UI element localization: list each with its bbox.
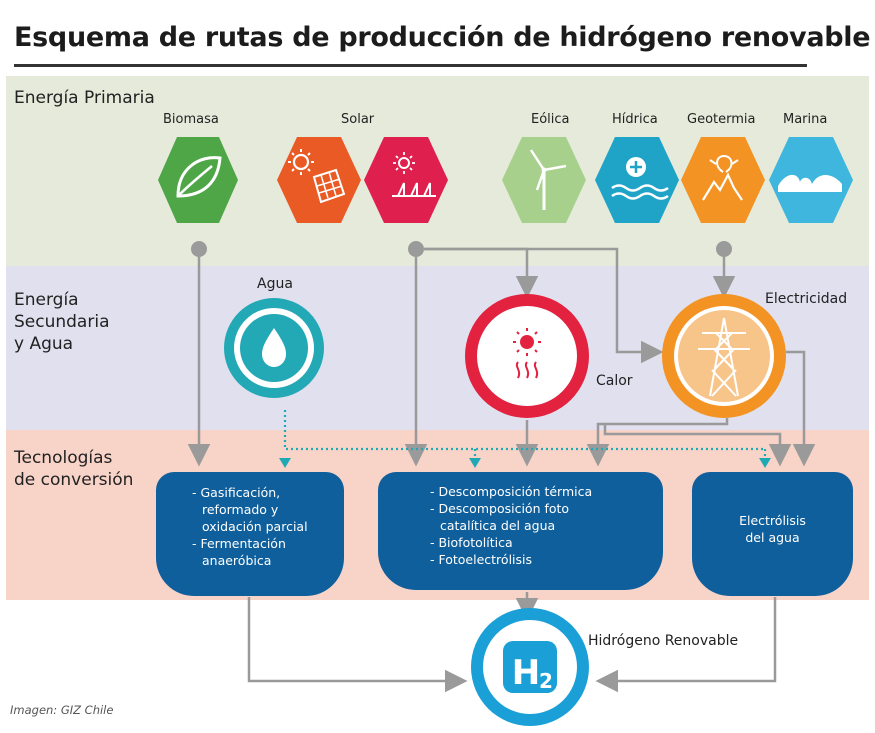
arrow-electrolysis-to-h2: [595, 597, 777, 693]
section-label-secondary-line-3: y Agua: [14, 334, 74, 354]
source-label-marina: Marina: [783, 112, 828, 127]
source-label-eolica: Eólica: [531, 112, 570, 127]
arrow-electricity-to-solar-box: [586, 418, 729, 467]
electrolysis-box: Electrólisis del agua: [692, 472, 853, 596]
hexagon-eolica: [502, 137, 586, 223]
wave-icon: [778, 174, 842, 192]
solar-tech-line-1: - Descomposición térmica: [430, 484, 593, 499]
water-arrowhead-electrolysis: [759, 458, 771, 468]
title-rule: [14, 64, 807, 67]
section-label-conversion-line-1: Tecnologías: [14, 448, 113, 468]
biomass-technologies-box: - Gasificación, reformado y oxidación pa…: [156, 472, 344, 596]
section-label-secondary-line-2: Secundaria: [14, 312, 110, 332]
solar-thermal-icon: [392, 152, 436, 197]
solar-technologies-box: - Descomposición térmica - Descomposició…: [378, 472, 663, 590]
arrow-lines: [187, 247, 816, 693]
electrolysis-line-2: del agua: [745, 530, 800, 545]
solar-tech-line-5: - Fotoelectrólisis: [430, 552, 533, 567]
hydro-icon: [611, 157, 669, 200]
diagram-title: Esquema de rutas de producción de hidróg…: [14, 22, 871, 53]
hydrogen-label: Hidrógeno Renovable: [588, 633, 739, 649]
biomass-tech-line-1: - Gasificación,: [192, 485, 281, 500]
solar-tech-line-3: catalítica del agua: [440, 518, 556, 533]
water-arrowhead-biomass: [279, 458, 291, 468]
hexagon-solar-pv: [277, 137, 361, 223]
arrow-electricity-to-electrolysis-1: [603, 424, 792, 467]
section-label-secondary: Energía Secundaria y Agua: [14, 289, 109, 355]
arrow-solar-to-heat: [424, 247, 539, 299]
connector-dot-electric: [716, 241, 732, 257]
biomass-tech-line-2: reformado y: [202, 502, 279, 517]
leaf-icon: [176, 156, 222, 198]
section-label-primary: Energía Primaria: [14, 88, 155, 108]
biomass-tech-line-4: - Fermentación: [192, 536, 286, 551]
h2-symbol-sub: 2: [539, 669, 553, 693]
source-label-biomasa: Biomasa: [163, 112, 219, 127]
water-node: [224, 298, 324, 398]
heat-icon: [513, 328, 541, 379]
h2-badge: [503, 641, 557, 693]
biomass-tech-line-3: oxidación parcial: [202, 519, 308, 534]
image-credit: Imagen: GIZ Chile: [10, 703, 114, 717]
water-arrowhead-solar: [469, 458, 481, 468]
arrow-solar-to-electricity: [424, 247, 664, 364]
geothermal-icon: [702, 154, 743, 201]
solar-panel-icon: [288, 149, 346, 204]
section-label-conversion: Tecnologías de conversión: [14, 447, 133, 491]
connector-dot-solar: [408, 241, 424, 257]
section-label-conversion-line-2: de conversión: [14, 470, 134, 490]
source-label-solar: Solar: [341, 112, 375, 127]
arrow-electricity-to-electrolysis-2: [786, 350, 816, 467]
heat-node: [465, 294, 589, 418]
electricity-node: [662, 294, 786, 418]
hexagon-hidrica: [595, 137, 679, 223]
electrolysis-line-1: Electrólisis: [739, 513, 806, 528]
hexagon-solar-thermal: [364, 137, 448, 223]
calor-label: Calor: [596, 373, 633, 389]
solar-tech-line-2: - Descomposición foto: [430, 501, 570, 516]
source-label-hidrica: Hídrica: [612, 112, 658, 127]
wind-turbine-icon: [529, 149, 567, 210]
solar-tech-line-4: - Biofotolítica: [430, 535, 513, 550]
section-label-secondary-line-1: Energía: [14, 290, 79, 310]
water-dotted-lines: [279, 410, 771, 468]
agua-label: Agua: [257, 276, 293, 292]
arrow-biomass-box-to-h2: [247, 597, 468, 693]
hydrogen-node: H 2: [471, 608, 589, 726]
biomass-tech-line-5: anaeróbica: [202, 553, 272, 568]
hexagon-marina: [769, 137, 853, 223]
connector-dot-biomasa: [191, 241, 207, 257]
electricidad-label: Electricidad: [765, 291, 848, 307]
power-tower-icon: [698, 317, 750, 397]
hexagon-biomasa: [158, 137, 238, 223]
water-drop-icon: [262, 328, 286, 367]
h2-symbol-main: H: [512, 653, 540, 693]
hexagon-geotermia: [681, 137, 765, 223]
source-label-geotermia: Geotermia: [687, 112, 756, 127]
